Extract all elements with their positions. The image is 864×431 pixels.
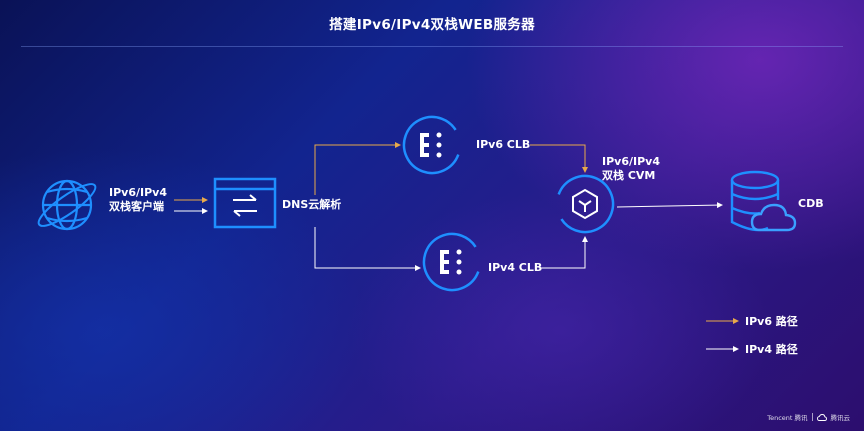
cvm-label: IPv6/IPv4 双栈 CVM — [602, 155, 660, 183]
clb-ipv4-icon — [422, 232, 482, 292]
dns-label: DNS云解析 — [282, 198, 342, 211]
page-title: 搭建IPv6/IPv4双栈WEB服务器 — [329, 17, 535, 33]
footer-logo: Tencent 腾讯 腾讯云 — [767, 412, 850, 422]
legend-ipv6-label: IPv6 路径 — [745, 315, 798, 328]
clb4-cvm-arrow — [540, 236, 588, 269]
cvm-cube-icon — [555, 174, 615, 234]
cvm-label-line2: 双栈 CVM — [602, 169, 656, 182]
footer-separator — [811, 413, 813, 421]
clb6-cvm-arrow — [530, 144, 588, 173]
globe-icon — [37, 179, 97, 231]
clb6-label: IPv6 CLB — [476, 138, 531, 151]
cloud-logo-icon — [816, 413, 827, 421]
cdb-label: CDB — [798, 197, 824, 210]
title-divider — [21, 46, 843, 47]
cvm-cdb-arrow — [616, 202, 723, 209]
clb4-label: IPv4 CLB — [488, 261, 543, 274]
dns-clb6-arrow — [314, 142, 401, 195]
client-label: IPv6/IPv4 双栈客户端 — [109, 186, 167, 214]
dns-switch-icon — [213, 177, 277, 229]
tencent-cloud-label: 腾讯云 — [830, 414, 851, 422]
dns-clb4-arrow — [314, 227, 421, 271]
client-label-line1: IPv6/IPv4 — [109, 186, 167, 199]
cvm-label-line1: IPv6/IPv4 — [602, 155, 660, 168]
database-cloud-icon — [730, 170, 797, 232]
client-label-line2: 双栈客户端 — [109, 200, 164, 213]
clb-ipv6-icon — [402, 115, 462, 175]
tencent-brand: Tencent 腾讯 — [767, 414, 808, 422]
legend-ipv4-label: IPv4 路径 — [745, 343, 798, 356]
